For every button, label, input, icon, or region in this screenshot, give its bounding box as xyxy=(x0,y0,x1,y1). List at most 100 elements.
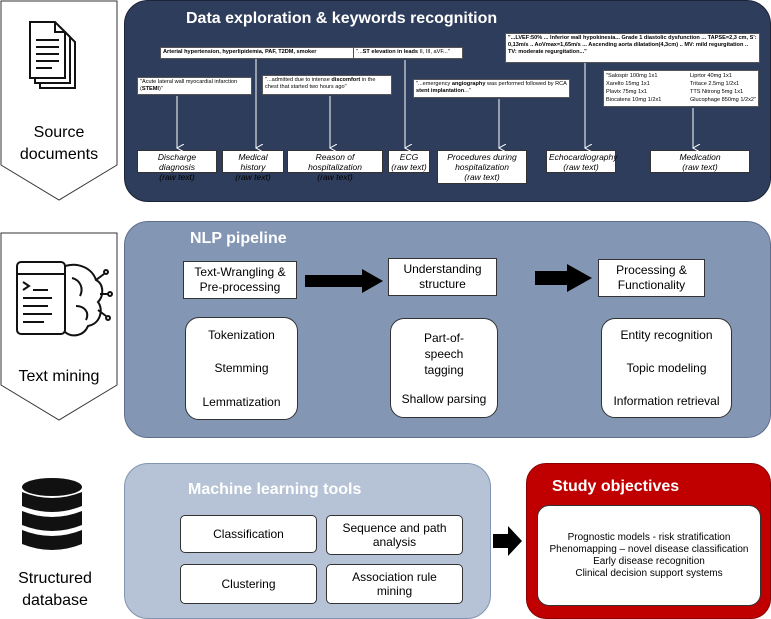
preprocessing-header: Text-Wrangling &Pre-processing xyxy=(183,261,297,299)
database-icon xyxy=(22,478,82,550)
discharge-label-line2: (raw text) xyxy=(159,172,195,182)
med-item: Liprtor 40mg 1x1 xyxy=(689,73,732,79)
procedures-mid: was performed followed by RCA xyxy=(485,81,567,87)
med-item: "Salospir 100mg 1x1 xyxy=(606,73,658,79)
structure-header-line1: Understanding xyxy=(403,262,482,276)
structure-list: Part-of-speech tagging Shallow parsing xyxy=(390,318,498,418)
ecg-bold: ST elevation in leads xyxy=(362,49,418,55)
study-objectives-title: Study objectives xyxy=(552,478,680,495)
preprocessing-item: Lemmatization xyxy=(202,395,281,410)
objective-item: Phenomapping – novel disease classificat… xyxy=(549,543,749,555)
procedures-post: ..." xyxy=(464,88,471,94)
processing-item: Topic modeling xyxy=(626,360,707,375)
processing-header-line2: Functionality xyxy=(617,278,686,292)
ecg-label-line1: ECG xyxy=(399,152,419,162)
text-mining-label: Text mining xyxy=(18,368,100,385)
ecg-quote: "...ST elevation in leads II, III, aVF..… xyxy=(353,47,463,59)
preprocessing-item: Stemming xyxy=(214,361,269,376)
preprocessing-list: Tokenization Stemming Lemmatization xyxy=(185,317,298,420)
history-label-line1: Medical history xyxy=(238,152,268,172)
processing-header: Processing &Functionality xyxy=(598,259,705,297)
med-item: Xarelto 15mg 1x1 xyxy=(606,81,650,87)
reason-label-line1: Reason of hospitalization xyxy=(308,152,362,172)
procedures-label-line3: (raw text) xyxy=(464,172,500,182)
ml-tool-association-rule: Association rule mining xyxy=(326,564,463,604)
echo-label-line1: Echocardiography xyxy=(549,152,618,162)
discharge-pre: "Acute lateral wall myocardial infarctio… xyxy=(140,79,238,92)
medical-history-label: Medical history(raw text) xyxy=(222,150,284,182)
ml-to-objectives-arrow xyxy=(493,526,522,556)
med-item: TTS Nitrong 5mg 1x1 xyxy=(689,89,744,95)
medication-label-line1: Medication xyxy=(679,152,721,162)
source-documents-label: Source documents xyxy=(0,122,118,166)
echo-text: "...LVEF:50% ... Inferior wall hypokines… xyxy=(508,35,757,55)
procedures-label-line1: Procedures during xyxy=(447,152,517,162)
ml-tool-sequence-path: Sequence and path analysis xyxy=(326,515,463,555)
documents-icon xyxy=(29,21,76,89)
medication-col2: Liprtor 40mg 1x1 Tritace 2.5mg 1/2x1 TTS… xyxy=(690,72,756,105)
processing-list: Entity recognition Topic modeling Inform… xyxy=(601,318,732,418)
ml-tool-classification: Classification xyxy=(180,515,317,553)
reason-bold: discomfort xyxy=(331,77,361,83)
reason-pre: "...admitted due to intense xyxy=(265,77,332,83)
source-label-line2: documents xyxy=(19,146,99,163)
ecg-label: ECG(raw text) xyxy=(388,150,430,173)
nlp-pipeline-title: NLP pipeline xyxy=(190,230,287,247)
structure-header-line2: structure xyxy=(419,277,466,291)
structure-item: Shallow parsing xyxy=(401,392,487,406)
procedures-quote: "...emergency angiography was performed … xyxy=(413,79,570,98)
discharge-quote: "Acute lateral wall myocardial infarctio… xyxy=(137,77,252,95)
ecg-pre: "... xyxy=(356,49,363,55)
history-label-line2: (raw text) xyxy=(235,172,271,182)
machine-learning-title: Machine learning tools xyxy=(188,481,362,498)
discharge-bold: STEMI xyxy=(141,86,159,92)
reason-post: in the chest that started two hours ago" xyxy=(265,77,376,90)
preprocessing-header-line1: Text-Wrangling & xyxy=(194,265,286,279)
echo-quote: "...LVEF:50% ... Inferior wall hypokines… xyxy=(505,33,760,63)
data-exploration-title: Data exploration & keywords recognition xyxy=(186,10,498,27)
history-quote-text: Arterial hypertension, hyperlipidemia, P… xyxy=(163,49,317,55)
structure-item: Part-of-speech tagging xyxy=(423,331,464,377)
pipeline-arrow-1 xyxy=(305,269,383,293)
pipeline-arrow-2 xyxy=(535,264,592,292)
echocardiography-label: Echocardiography(raw text) xyxy=(546,150,618,173)
structured-database-label: Structured database xyxy=(0,568,110,612)
objective-item: Clinical decision support systems xyxy=(575,567,723,579)
preprocessing-header-line2: Pre-processing xyxy=(199,280,281,294)
text-mining-pentagon xyxy=(0,232,118,421)
procedures-label-line2: hospitalization xyxy=(455,162,509,172)
processing-item: Information retrieval xyxy=(613,393,720,408)
echo-label-line2: (raw text) xyxy=(563,162,599,172)
ecg-post: II, III, aVF..." xyxy=(418,49,450,55)
med-item: Plavix 75mg 1x1 xyxy=(606,89,648,95)
brain-text-icon xyxy=(16,261,113,337)
study-objectives-list: Prognostic models - risk stratification … xyxy=(537,505,761,606)
processing-header-line1: Processing & xyxy=(616,263,687,277)
procedures-bold: angiography xyxy=(451,81,486,87)
medication-label: Medication(raw text) xyxy=(650,150,750,173)
medication-quote: "Salospir 100mg 1x1 Xarelto 15mg 1x1 Pla… xyxy=(603,70,759,107)
objective-item: Prognostic models - risk stratification xyxy=(567,531,731,543)
preprocessing-item: Tokenization xyxy=(208,327,275,342)
discharge-label-line1: Discharge diagnosis xyxy=(157,152,197,172)
med-item: Tritace 2.5mg 1/2x1 xyxy=(689,81,740,87)
database-label-line1: Structured xyxy=(18,570,92,587)
database-label-line2: database xyxy=(22,592,88,609)
ml-tool-clustering: Clustering xyxy=(180,564,317,604)
med-item: Biocatens 10mg 1/2x1 xyxy=(606,97,662,103)
medication-col1: "Salospir 100mg 1x1 Xarelto 15mg 1x1 Pla… xyxy=(606,72,661,105)
discharge-post: )" xyxy=(158,86,163,92)
medication-label-line2: (raw text) xyxy=(682,162,718,172)
procedures-pre: "...emergency xyxy=(416,81,452,87)
reason-quote: "...admitted due to intense discomfort i… xyxy=(262,75,392,95)
procedures-bold2: stent implantation xyxy=(416,88,465,94)
reason-label-line2: (raw text) xyxy=(317,172,353,182)
source-label-line1: Source xyxy=(33,124,85,141)
objective-item: Early disease recognition xyxy=(593,555,705,567)
ecg-label-line2: (raw text) xyxy=(391,162,427,172)
med-item: Glucophage 850mg 1/2x2" xyxy=(689,97,756,103)
